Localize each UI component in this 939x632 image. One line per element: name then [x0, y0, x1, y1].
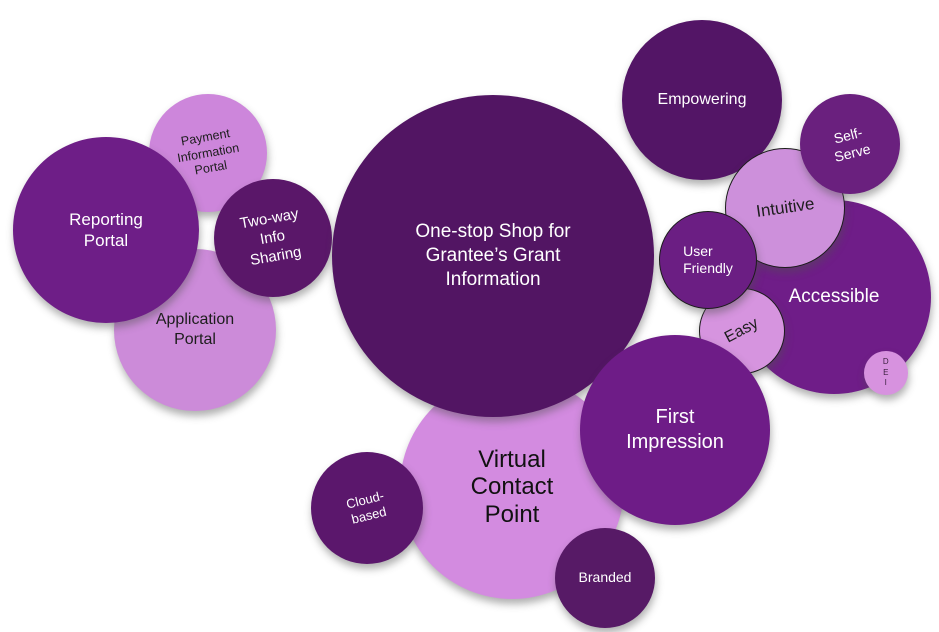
bubble-label-line: Reporting — [69, 209, 143, 229]
bubble-label: Easy — [722, 314, 763, 348]
bubble-label: Two-way Info Sharing — [239, 205, 307, 271]
bubble-label: One-stop Shop for Grantee’s Grant Inform… — [415, 220, 570, 291]
bubble-label: Application Portal — [156, 310, 234, 350]
bubble-one-stop-shop: One-stop Shop for Grantee’s Grant Inform… — [332, 95, 654, 417]
bubble-label-line: I — [884, 378, 888, 388]
bubble-label: Empowering — [658, 90, 747, 110]
bubble-label-line: User — [683, 242, 713, 259]
bubble-label-line: Application — [155, 311, 235, 328]
bubble-label: Self- Serve — [828, 123, 872, 166]
bubble-label: Intuitive — [755, 193, 816, 222]
bubble-empowering: Empowering — [622, 20, 782, 180]
bubble-label: First Impression — [626, 405, 724, 455]
bubble-dei: D E I — [864, 351, 908, 395]
bubble-branded: Branded — [555, 528, 655, 628]
bubble-self-serve: Self- Serve — [800, 94, 900, 194]
bubble-label-line: Friendly — [683, 260, 733, 276]
bubble-first-impression: First Impression — [580, 335, 770, 525]
bubble-label-line: One-stop Shop for — [415, 221, 571, 243]
bubble-label: Payment Information Portal — [173, 124, 243, 181]
bubble-label-line: Branded — [578, 569, 632, 586]
bubble-label-line: Grantee’s Grant — [425, 245, 561, 267]
bubble-cloud-based: Cloud- based — [311, 452, 423, 564]
bubble-label-line: Information — [445, 268, 541, 290]
bubble-label: Reporting Portal — [69, 209, 143, 252]
bubble-reporting-portal: Reporting Portal — [13, 137, 199, 323]
bubble-label-line: First — [655, 406, 695, 428]
bubble-label: User Friendly — [683, 243, 733, 278]
bubble-two-way-info-sharing: Two-way Info Sharing — [214, 179, 332, 297]
bubble-label-line: Contact — [470, 473, 554, 501]
bubble-label: Cloud- based — [344, 488, 389, 529]
bubble-label-line: Portal — [83, 231, 129, 250]
bubble-label-line: Impression — [626, 431, 724, 453]
bubble-label: Accessible — [789, 285, 880, 309]
bubble-label-line: Virtual — [478, 445, 546, 473]
bubble-label-line: Point — [484, 500, 540, 528]
bubble-user-friendly: User Friendly — [659, 211, 757, 309]
bubble-label-line: Accessible — [788, 286, 880, 308]
bubble-label-line: Intuitive — [754, 194, 816, 222]
bubble-label: Branded — [579, 569, 632, 587]
bubble-label: Virtual Contact Point — [471, 446, 554, 529]
bubble-label: D E I — [883, 357, 889, 389]
bubble-label-line: E — [883, 367, 889, 377]
bubble-label-line: Easy — [722, 314, 762, 347]
bubble-label-line: Empowering — [657, 91, 747, 108]
bubble-label-line: D — [882, 356, 890, 366]
bubble-label-line: Portal — [174, 331, 216, 348]
